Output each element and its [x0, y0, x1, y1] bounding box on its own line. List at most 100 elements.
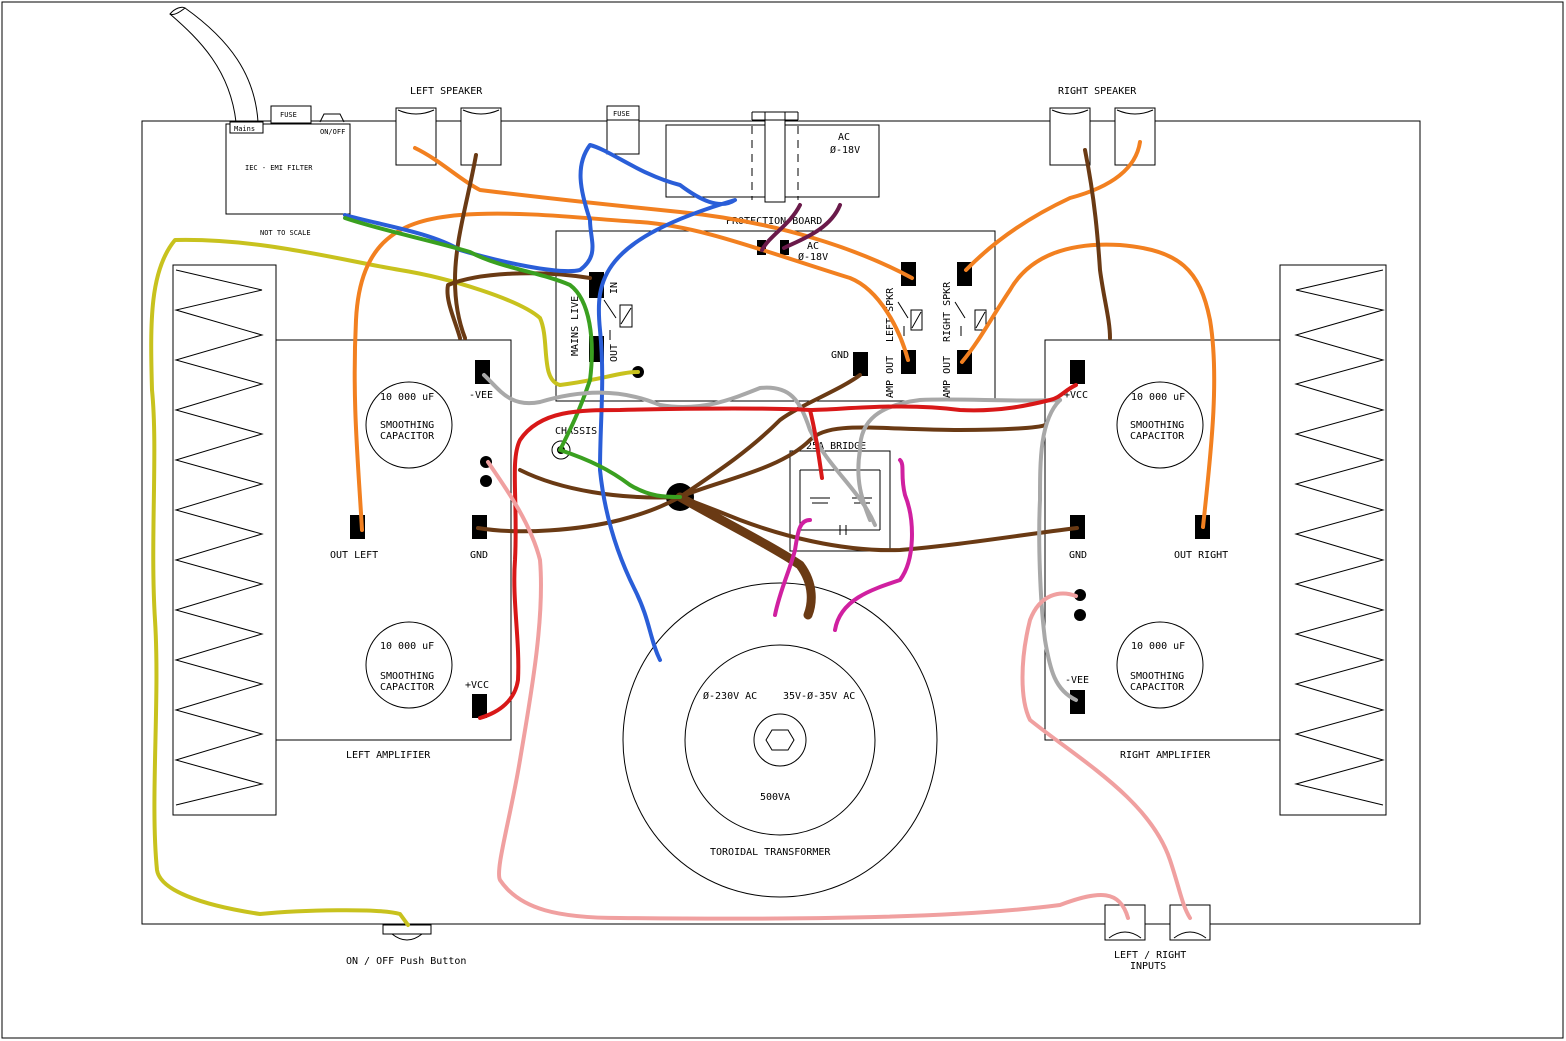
mains-label: Mains: [234, 125, 255, 133]
right-spkr-label: RIGHT SPKR: [942, 281, 953, 342]
left-amp-out-terminal: [901, 350, 916, 374]
right-amplifier-board: 10 000 uF SMOOTHING CAPACITOR 10 000 uF …: [1044, 339, 1281, 761]
grey-wire-bridge: [856, 397, 1062, 522]
orange-wire-left-spkr: [413, 146, 914, 280]
left-out-label: OUT LEFT: [330, 550, 378, 561]
brown-wire-star-right: [678, 495, 1079, 553]
transformer-ac-label: AC: [838, 132, 850, 143]
inputs-label-line2: INPUTS: [1130, 961, 1166, 972]
pink-wire-right-input: [1020, 591, 1192, 920]
right-amplifier-label: RIGHT AMPLIFIER: [1120, 750, 1211, 761]
right-speaker-label: RIGHT SPEAKER: [1058, 86, 1137, 97]
brown-wire-right-spkr: [1083, 148, 1112, 340]
left-heatsink: [172, 264, 277, 816]
magenta-wire-secondary-a: [773, 518, 812, 617]
right-cap-bottom-name-1: SMOOTHING: [1130, 671, 1184, 682]
right-input-signal: [1074, 589, 1086, 601]
right-cap-top-value: 10 000 uF: [1131, 392, 1185, 403]
left-speaker-terminal-black: [460, 107, 502, 166]
left-cap-top-name-2: CAPACITOR: [380, 431, 435, 442]
mains-relay-switch: [603, 299, 617, 340]
right-input-ground: [1074, 609, 1086, 621]
iec-filter: Mains FUSE ON/OFF IEC - EMI FILTER NOT T…: [225, 105, 351, 237]
purple-wire-ac-1: [760, 203, 802, 252]
grey-wire-vee-left: [482, 373, 877, 527]
left-amp-out-label: AMP OUT: [885, 356, 896, 398]
right-speaker-terminal-black: [1049, 107, 1091, 166]
right-cap-top: [1116, 381, 1204, 469]
orange-wire-left-out: [352, 211, 910, 532]
iec-fuse-label: FUSE: [280, 111, 297, 119]
right-heatsink: [1279, 264, 1387, 816]
left-cap-bottom: [365, 621, 453, 709]
board-gnd-label: GND: [831, 350, 849, 361]
left-amplifier-board: 10 000 uF SMOOTHING CAPACITOR 10 000 uF …: [275, 339, 512, 761]
left-relay-switch: [897, 301, 909, 336]
secondary-voltage-label: 35V-Ø-35V AC: [783, 690, 855, 702]
brown-wire-mains-in: [445, 271, 592, 340]
orange-wire-right-spkr: [964, 140, 1142, 272]
inputs-label-line1: LEFT / RIGHT: [1114, 950, 1186, 961]
transformer-voltage-label: Ø-18V: [830, 144, 860, 156]
right-vcc-label: +VCC: [1064, 390, 1088, 401]
left-gnd-label: GND: [470, 550, 488, 561]
left-cap-bottom-name-2: CAPACITOR: [380, 682, 435, 693]
out-label: OUT: [609, 344, 620, 362]
right-cap-bottom-value: 10 000 uF: [1131, 641, 1185, 652]
va-rating-label: 500VA: [760, 792, 790, 803]
right-relay-switch: [954, 301, 966, 336]
left-amplifier-label: LEFT AMPLIFIER: [346, 750, 431, 761]
brown-wire-left-spkr: [453, 153, 478, 340]
left-vcc-terminal: [472, 694, 487, 718]
protection-fuse-label: FUSE: [613, 110, 630, 118]
toroidal-transformer: Ø-230V AC 35V-Ø-35V AC 500VA TOROIDAL TR…: [622, 582, 938, 898]
left-vcc-label: +VCC: [465, 680, 489, 691]
primary-voltage-label: Ø-230V AC: [703, 690, 757, 702]
board-ac-label: AC: [807, 241, 819, 252]
right-cap-top-name-1: SMOOTHING: [1130, 420, 1184, 431]
toroidal-label: TOROIDAL TRANSFORMER: [710, 847, 831, 858]
mains-cable-edge: [184, 7, 259, 123]
purple-wire-ac-2: [782, 203, 842, 250]
right-vcc-terminal: [1070, 360, 1085, 384]
brown-wire-bridge: [678, 423, 1047, 499]
left-cap-top-name-1: SMOOTHING: [380, 420, 434, 431]
left-vee-label: -VEE: [469, 390, 493, 401]
green-wire-earth: [343, 216, 682, 499]
on-off-push-button: ON / OFF Push Button: [346, 924, 466, 967]
protection-board-label: PROTECTION BOARD: [726, 216, 822, 227]
not-to-scale-label: NOT TO SCALE: [260, 229, 311, 237]
input-jack-right: [1169, 904, 1211, 941]
board-gnd-terminal: [853, 352, 868, 376]
orange-wire-right-out: [960, 242, 1217, 529]
right-vee-label: -VEE: [1065, 675, 1089, 686]
blue-wire-mains: [343, 143, 737, 662]
left-cap-top: [365, 381, 453, 469]
bridge-rectifier: 25A BRIDGE: [789, 441, 891, 552]
right-amp-out-label: AMP OUT: [942, 356, 953, 398]
right-out-label: OUT RIGHT: [1174, 550, 1228, 561]
iec-filter-label: IEC - EMI FILTER: [245, 164, 313, 172]
left-cap-top-value: 10 000 uF: [380, 392, 434, 403]
left-cap-bottom-name-1: SMOOTHING: [380, 671, 434, 682]
on-off-small-label: ON/OFF: [320, 128, 345, 136]
chassis-label: CHASSIS: [555, 426, 597, 437]
small-transformer: AC Ø-18V: [665, 111, 880, 203]
right-cap-bottom-name-2: CAPACITOR: [1130, 682, 1185, 693]
right-cap-top-name-2: CAPACITOR: [1130, 431, 1185, 442]
brown-wire-board-gnd: [678, 373, 862, 499]
pink-wire-left-input: [486, 460, 1130, 921]
magenta-wire-secondary-b: [833, 458, 914, 632]
mains-live-label: MAINS LIVE: [570, 296, 581, 356]
protection-fuse: FUSE: [606, 105, 640, 155]
left-input-ground: [480, 475, 492, 487]
right-vee-terminal: [1070, 690, 1085, 714]
red-wire-bridge: [808, 408, 824, 480]
left-cap-bottom-value: 10 000 uF: [380, 641, 434, 652]
bridge-label: 25A BRIDGE: [806, 441, 866, 452]
left-speaker-label: LEFT SPEAKER: [410, 86, 483, 97]
right-gnd-label: GND: [1069, 550, 1087, 561]
right-cap-bottom: [1116, 621, 1204, 709]
yellow-wire-switch: [149, 237, 640, 927]
